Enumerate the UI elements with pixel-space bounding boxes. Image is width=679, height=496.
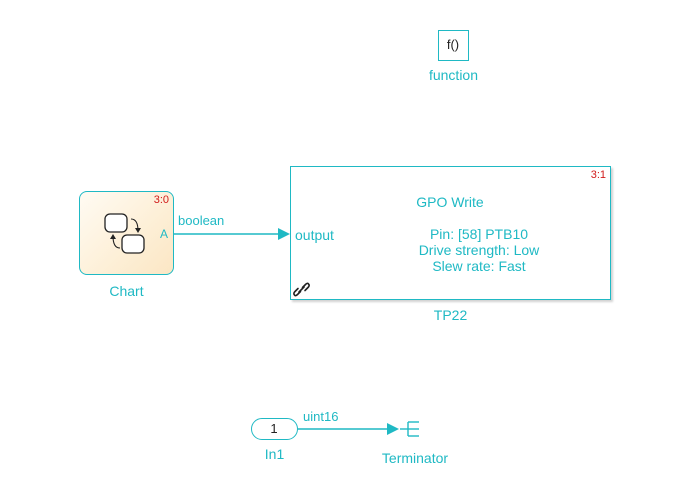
gpo-write-block[interactable]: 3:1 GPO Write output Pin: [58] PTB10 Dri… bbox=[290, 166, 611, 300]
inport-block-name: In1 bbox=[264, 446, 285, 462]
signal-line-boolean[interactable] bbox=[174, 226, 292, 242]
gpo-sample-time: 3:1 bbox=[590, 169, 606, 181]
gpo-input-port-label: output bbox=[295, 227, 334, 243]
library-link-icon bbox=[293, 282, 310, 297]
inport-block[interactable]: 1 bbox=[251, 418, 298, 440]
function-icon: f() bbox=[446, 37, 460, 52]
signal-label-boolean: boolean bbox=[178, 213, 225, 228]
chart-sample-time: 3:0 bbox=[153, 194, 169, 206]
terminator-icon[interactable] bbox=[399, 420, 421, 438]
function-block-name: function bbox=[428, 67, 479, 83]
gpo-slew-text: Slew rate: Fast bbox=[432, 258, 526, 274]
gpo-block-name: TP22 bbox=[433, 307, 468, 323]
chart-block[interactable]: 3:0 A bbox=[79, 191, 174, 275]
gpo-pin-text: Pin: [58] PTB10 bbox=[429, 226, 529, 242]
chart-block-name: Chart bbox=[109, 283, 144, 299]
signal-line-uint16[interactable] bbox=[298, 421, 400, 437]
inport-number: 1 bbox=[270, 421, 278, 436]
terminator-block-name: Terminator bbox=[381, 450, 449, 466]
stateflow-chart-icon bbox=[104, 213, 145, 254]
gpo-block-title: GPO Write bbox=[416, 194, 484, 210]
gpo-drive-text: Drive strength: Low bbox=[418, 242, 540, 258]
signal-label-uint16: uint16 bbox=[303, 409, 339, 424]
function-block[interactable]: f() bbox=[438, 30, 469, 61]
chart-output-port-label: A bbox=[159, 227, 168, 241]
